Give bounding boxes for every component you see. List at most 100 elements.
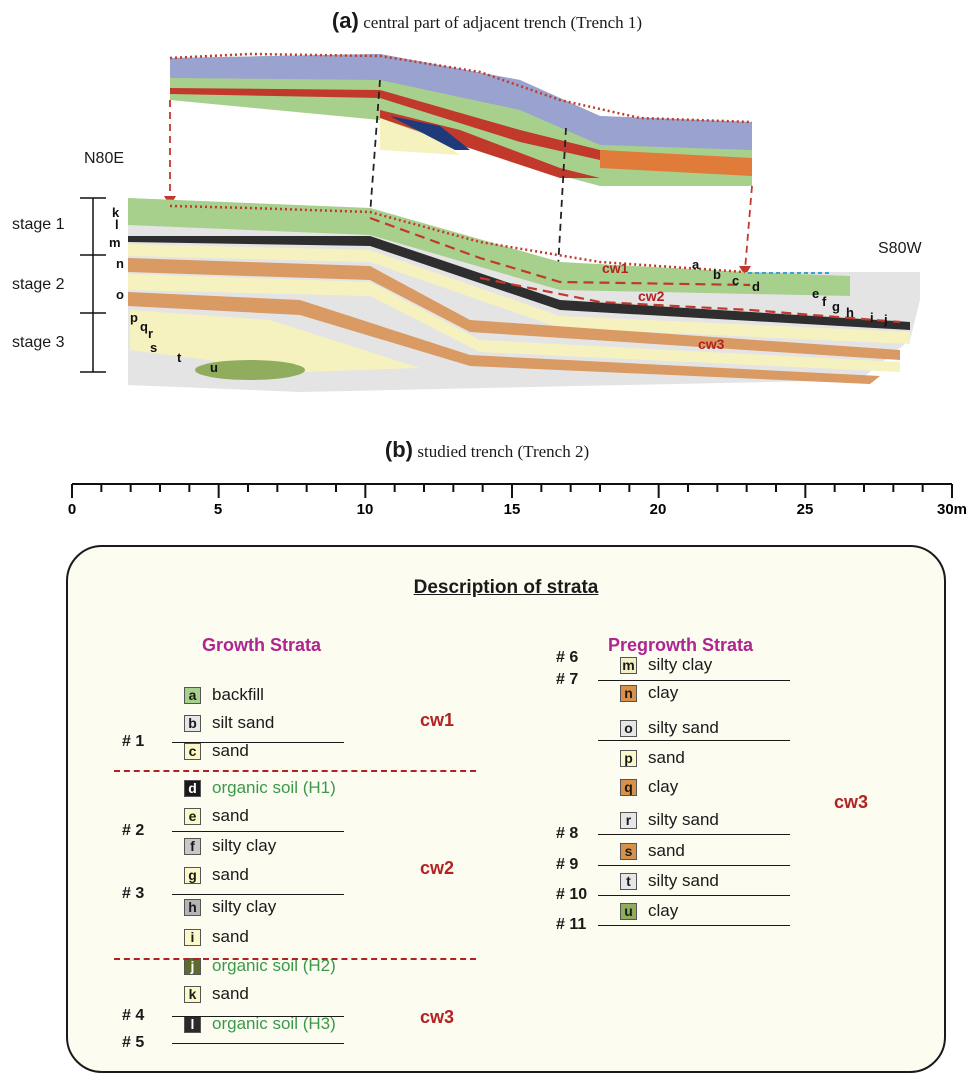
stage-2-label: stage 2 bbox=[12, 276, 65, 293]
caption-a-text: central part of adjacent trench (Trench … bbox=[363, 13, 643, 32]
stratum-desc-l: organic soil (H3) bbox=[212, 1014, 336, 1033]
boundary-line-7 bbox=[598, 740, 790, 741]
legend-cw3-pregrowth: cw3 bbox=[834, 792, 869, 812]
growth-row-h: h silty clay bbox=[184, 896, 276, 918]
stratum-desc-n: clay bbox=[648, 683, 679, 702]
stratum-swatch-d: d bbox=[184, 779, 201, 797]
section-letters-right: a b c d e f g h i j bbox=[692, 257, 888, 327]
cw-divider-2 bbox=[114, 958, 476, 960]
stratum-desc-p: sand bbox=[648, 748, 685, 767]
stratum-desc-s: sand bbox=[648, 841, 685, 860]
scale-label-0: 0 bbox=[68, 501, 76, 518]
section-letter-o: o bbox=[116, 287, 124, 302]
stratum-swatch-g: g bbox=[184, 866, 201, 884]
legend-title: Description of strata bbox=[413, 577, 599, 598]
scale-label-25: 25 bbox=[797, 501, 814, 518]
stratum-swatch-k: k bbox=[184, 985, 201, 1003]
stratum-swatch-n: n bbox=[620, 684, 637, 702]
stage-1-label: stage 1 bbox=[12, 216, 65, 233]
scale-bar: 0 5 10 15 20 25 30m bbox=[68, 483, 967, 518]
section-cw-labels: cw1 cw2 cw3 bbox=[602, 260, 725, 352]
boundary-number-11: # 11 bbox=[556, 916, 587, 933]
section-letter-j: j bbox=[883, 312, 888, 327]
growth-row-b: b silt sand bbox=[184, 712, 274, 734]
boundary-line-8 bbox=[598, 834, 790, 835]
section-letter-n: n bbox=[116, 256, 124, 271]
section-letters-left: k l m n o p q r s t u bbox=[109, 205, 218, 375]
section-letter-t: t bbox=[177, 350, 182, 365]
section-letter-a: a bbox=[692, 257, 700, 272]
section-cw3: cw3 bbox=[698, 336, 725, 352]
stratum-desc-i: sand bbox=[212, 927, 249, 946]
stage-bracket bbox=[80, 197, 106, 373]
trench-2-section bbox=[128, 198, 920, 392]
growth-title: Growth Strata bbox=[202, 635, 322, 655]
section-letter-d: d bbox=[752, 279, 760, 294]
legend-cw3-growth: cw3 bbox=[420, 1007, 455, 1027]
caption-b: (b) studied trench (Trench 2) bbox=[0, 437, 974, 463]
trench-1-section bbox=[169, 52, 753, 186]
stratum-desc-h: silty clay bbox=[212, 897, 277, 916]
boundary-line-1 bbox=[172, 742, 344, 743]
stratum-desc-u: clay bbox=[648, 901, 679, 920]
section-letter-g: g bbox=[832, 299, 840, 314]
section-letter-q: q bbox=[140, 319, 148, 334]
boundary-number-7: # 7 bbox=[556, 671, 579, 688]
legend-box: Description of strata Growth Strata Preg… bbox=[66, 545, 946, 1073]
stratum-swatch-c: c bbox=[184, 742, 201, 760]
stratum-swatch-f: f bbox=[184, 837, 201, 855]
boundary-number-1: # 1 bbox=[122, 733, 145, 750]
section-cw2: cw2 bbox=[638, 288, 665, 304]
stratum-swatch-t: t bbox=[620, 872, 637, 890]
stratum-swatch-h: h bbox=[184, 898, 201, 916]
stratum-swatch-p: p bbox=[620, 749, 637, 767]
boundary-line-5 bbox=[172, 1043, 344, 1044]
legend-cw1: cw1 bbox=[420, 710, 455, 730]
stratum-swatch-a: a bbox=[184, 686, 201, 704]
stratum-desc-d: organic soil (H1) bbox=[212, 778, 336, 797]
stratum-desc-k: sand bbox=[212, 984, 249, 1003]
boundary-line-2 bbox=[172, 831, 344, 832]
legend-cw2: cw2 bbox=[420, 858, 455, 878]
section-letter-m: m bbox=[109, 235, 121, 250]
stratum-swatch-b: b bbox=[184, 714, 201, 732]
stratum-desc-c: sand bbox=[212, 741, 249, 760]
boundary-number-3: # 3 bbox=[122, 885, 145, 902]
boundary-number-9: # 9 bbox=[556, 856, 579, 873]
caption-b-text: studied trench (Trench 2) bbox=[417, 442, 590, 461]
stratum-desc-o: silty sand bbox=[648, 718, 719, 737]
boundary-number-4: # 4 bbox=[122, 1007, 145, 1024]
section-letter-l: l bbox=[115, 217, 119, 232]
stratum-swatch-r: r bbox=[620, 811, 637, 829]
caption-a: (a) central part of adjacent trench (Tre… bbox=[0, 8, 974, 34]
scale-label-20: 20 bbox=[650, 501, 667, 518]
section-cw1: cw1 bbox=[602, 260, 629, 276]
section-letter-i: i bbox=[870, 310, 874, 325]
stratum-desc-b: silt sand bbox=[212, 713, 275, 732]
section-letter-f: f bbox=[822, 294, 827, 309]
cw-divider-1 bbox=[114, 770, 476, 772]
stratum-desc-g: sand bbox=[212, 865, 249, 884]
pregrowth-title: Pregrowth Strata bbox=[608, 635, 754, 655]
stratum-desc-q: clay bbox=[648, 777, 679, 796]
stratum-swatch-q: q bbox=[620, 778, 637, 796]
boundary-line-6 bbox=[598, 680, 790, 681]
scale-label-10: 10 bbox=[357, 501, 374, 518]
trench-sections: k l m n o p q r s t u a b c d e f g h i … bbox=[80, 52, 920, 392]
boundary-line-9 bbox=[598, 865, 790, 866]
stratum-swatch-s: s bbox=[620, 842, 637, 860]
scale-label-30m: 30m bbox=[937, 501, 967, 518]
boundary-number-6: # 6 bbox=[556, 649, 579, 666]
boundary-number-10: # 10 bbox=[556, 886, 588, 903]
stratum-desc-r: silty sand bbox=[648, 810, 719, 829]
